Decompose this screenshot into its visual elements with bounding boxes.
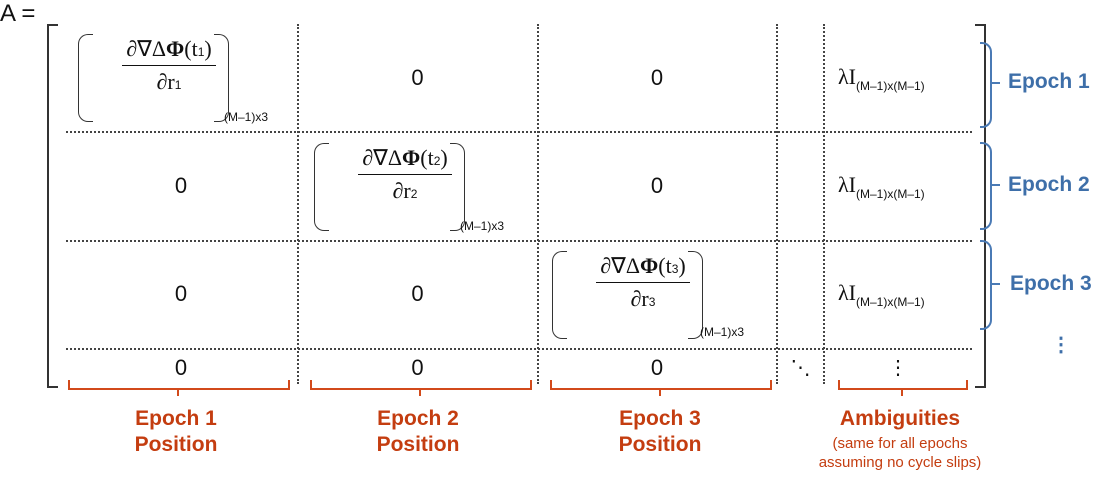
fraction-denominator: ∂r1 — [156, 69, 182, 94]
left-matrix-bracket — [47, 24, 58, 388]
brace-tip — [992, 82, 1000, 84]
epoch-2-brace — [980, 142, 992, 230]
right-matrix-bracket — [975, 24, 986, 388]
column-divider — [823, 24, 825, 384]
ambiguity-lambda-2: λI(M–1)x(M–1) — [838, 172, 925, 201]
column-divider — [537, 24, 539, 384]
column-divider — [776, 24, 778, 384]
matrix-zero: 0 — [411, 65, 424, 90]
block-dimension: (M–1)x3 — [700, 325, 745, 339]
epoch-3-label: Epoch 3 — [1010, 272, 1092, 295]
fraction-numerator: ∂∇ΔΦ(t1) — [122, 36, 216, 66]
column-divider — [297, 24, 299, 384]
matrix-zero: 0 — [411, 355, 424, 380]
matrix-zero: 0 — [174, 173, 188, 198]
epoch-2-position-brace — [310, 380, 532, 390]
more-epochs-dots: ⋮ — [1051, 334, 1071, 356]
fraction-numerator: ∂∇ΔΦ(t3) — [596, 253, 690, 283]
matrix-lhs: A = — [0, 0, 36, 27]
left-paren — [78, 34, 93, 122]
epoch-1-position-brace — [68, 380, 290, 390]
epoch-2-label: Epoch 2 — [1008, 173, 1090, 196]
ambiguity-lambda-3: λI(M–1)x(M–1) — [838, 280, 925, 309]
ambiguity-lambda-1: λI(M–1)x(M–1) — [838, 64, 925, 93]
left-paren — [552, 251, 567, 339]
ambiguities-label: Ambiguities — [839, 407, 961, 430]
brace-tip — [177, 388, 179, 396]
fraction-denominator: ∂r2 — [392, 178, 418, 203]
left-paren — [314, 143, 329, 231]
matrix-zero: 0 — [411, 281, 424, 306]
partial-derivative-block-1: ∂∇ΔΦ(t1) ∂r1 (M–1)x3 — [66, 28, 296, 128]
matrix-zero: 0 — [174, 281, 188, 306]
diagonal-dots: ⋱ — [790, 356, 811, 379]
brace-tip — [419, 388, 421, 396]
row-divider — [66, 348, 972, 350]
right-paren — [214, 34, 229, 122]
block-dimension: (M–1)x3 — [224, 110, 269, 124]
fraction-denominator: ∂r3 — [630, 286, 656, 311]
fraction-numerator: ∂∇ΔΦ(t2) — [358, 145, 452, 175]
row-divider — [66, 131, 972, 133]
epoch-3-brace — [980, 240, 992, 330]
matrix-zero: 0 — [174, 355, 188, 380]
epoch-1-label: Epoch 1 — [1008, 70, 1090, 93]
row-divider — [66, 240, 972, 242]
partial-derivative-block-2: ∂∇ΔΦ(t2) ∂r2 (M–1)x3 — [300, 135, 537, 237]
block-dimension: (M–1)x3 — [460, 219, 505, 233]
right-paren — [688, 251, 703, 339]
ambiguities-brace — [838, 380, 968, 390]
epoch-1-brace — [980, 42, 992, 128]
matrix-zero: 0 — [650, 355, 664, 380]
epoch-3-position-brace — [550, 380, 772, 390]
brace-tip — [992, 184, 1000, 186]
partial-derivative-block-3: ∂∇ΔΦ(t3) ∂r3 (M–1)x3 — [540, 243, 776, 345]
vertical-dots: ⋮ — [888, 356, 908, 379]
brace-tip — [992, 283, 1000, 285]
brace-tip — [659, 388, 661, 396]
matrix-zero: 0 — [650, 173, 664, 198]
right-paren — [450, 143, 465, 231]
matrix-zero: 0 — [650, 65, 664, 90]
brace-tip — [901, 388, 903, 396]
